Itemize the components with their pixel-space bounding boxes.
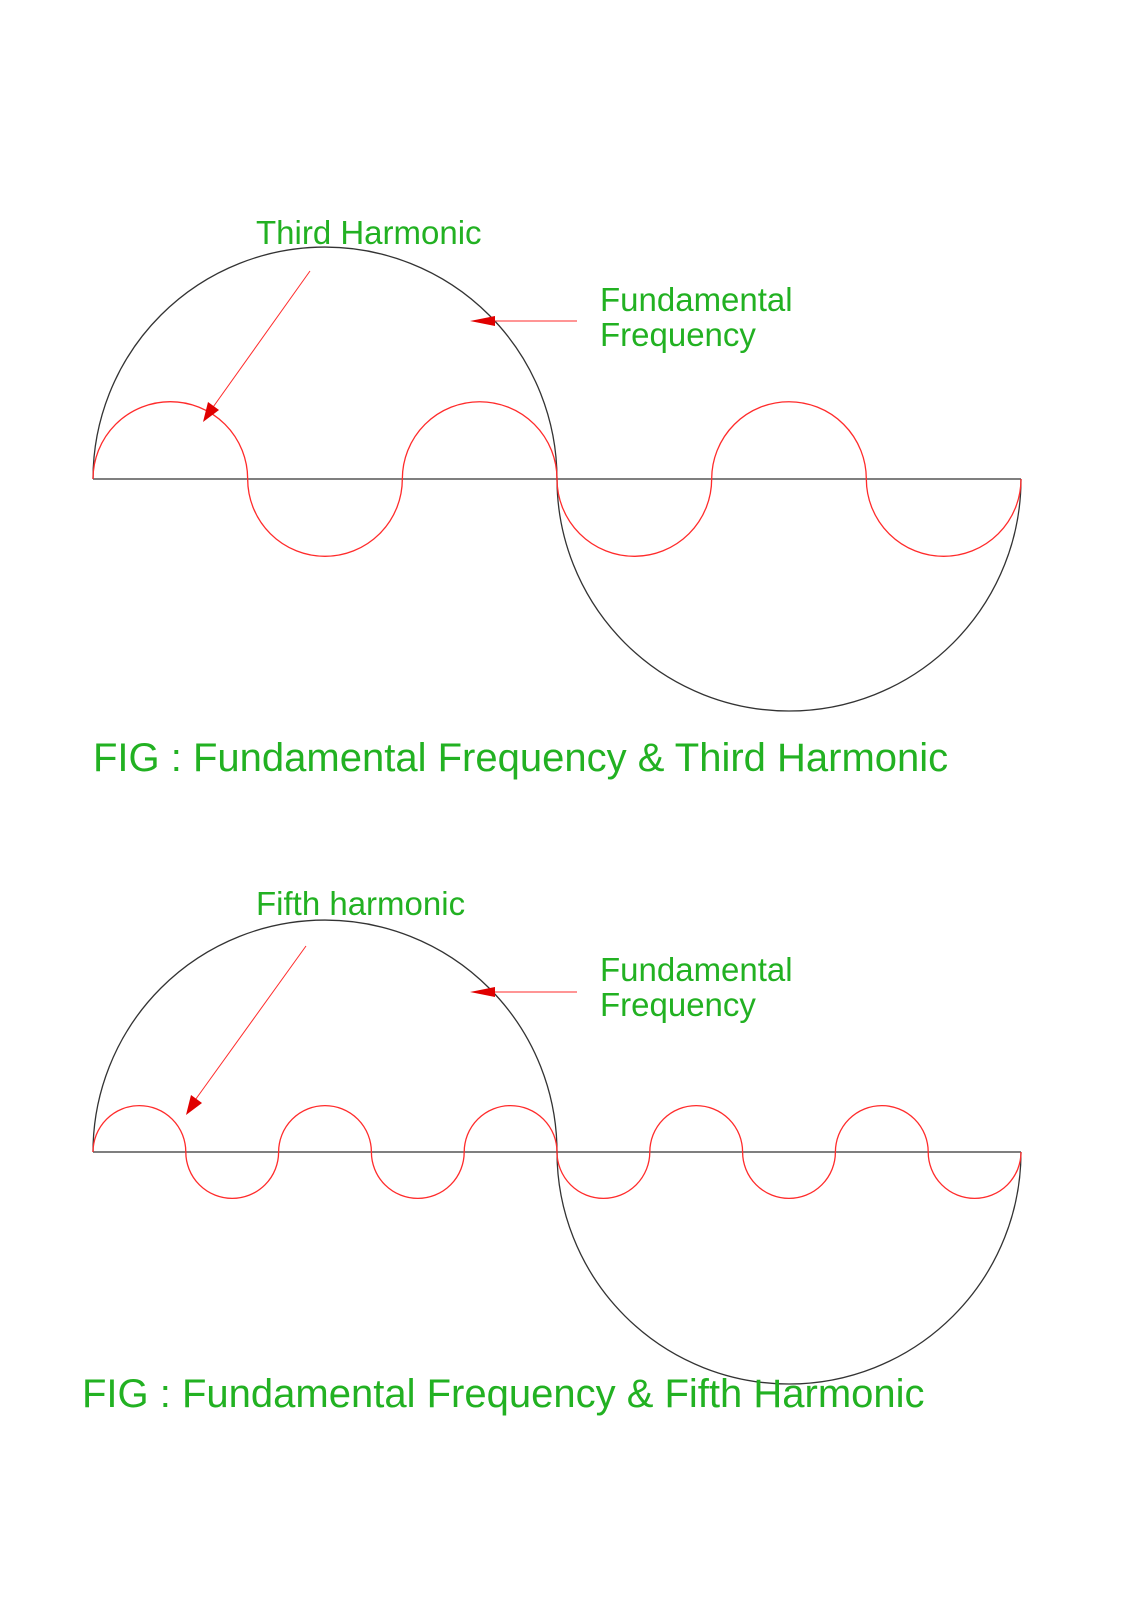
fig1-third-harmonic-wave [92,401,1022,557]
fig2-caption: FIG : Fundamental Frequency & Fifth Harm… [82,1372,925,1416]
fig1-harmonic-pointer-line [210,270,311,411]
fig1-harmonic-arrowhead [203,402,219,422]
fig1-fundamental-label-line2: Frequency [600,316,756,353]
fig2-fundamental-label-line1: Fundamental [600,951,793,988]
fig2-fifth-harmonic-wave [92,1104,1022,1200]
fig1-harmonic-label: Third Harmonic [256,214,482,251]
fig2-harmonic-pointer-line [192,945,307,1104]
fig1-fundamental-arrowhead [470,316,495,326]
fig1-caption: FIG : Fundamental Frequency & Third Harm… [93,736,949,780]
fig1-fundamental-label-line1: Fundamental [600,281,793,318]
fig2-harmonic-arrowhead [186,1095,202,1115]
figure-1-diagram [92,246,1022,712]
fig2-fundamental-label-line2: Frequency [600,986,756,1023]
figure-2-diagram [92,919,1022,1385]
fig2-harmonic-label: Fifth harmonic [256,885,466,922]
fig2-fundamental-arrowhead [470,987,495,997]
